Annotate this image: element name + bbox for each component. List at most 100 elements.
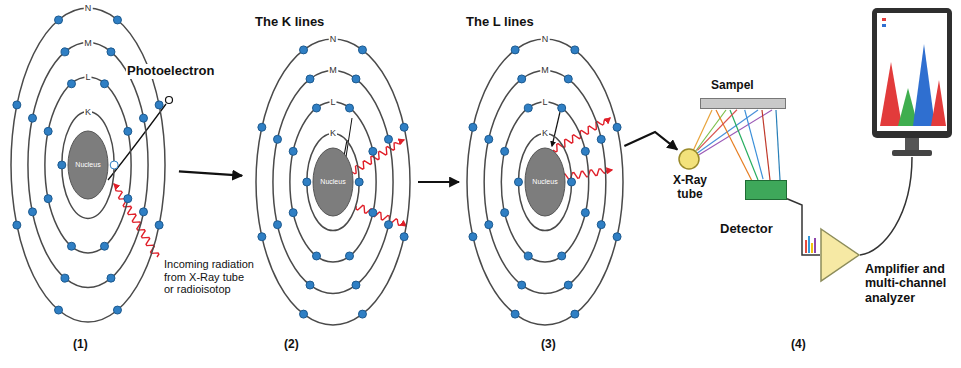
electron [564, 75, 572, 83]
electron [511, 46, 519, 54]
step-number: (2) [283, 338, 300, 352]
monitor [882, 18, 886, 21]
electron [274, 135, 282, 143]
electron [289, 147, 297, 155]
electron [55, 306, 63, 314]
nucleus-label: Nucleus [532, 178, 557, 186]
nucleus-label: Nucleus [75, 161, 100, 169]
electron [306, 75, 314, 83]
electron [107, 274, 115, 282]
signal-pulses [808, 236, 810, 253]
atom-model: The L linesNMLKNucleus [467, 39, 623, 325]
detector-block [746, 181, 787, 200]
electron [289, 209, 297, 217]
electron [303, 178, 311, 186]
x-ray-beam [776, 110, 780, 180]
electron [613, 233, 621, 241]
amplifier-symbol [821, 229, 859, 281]
process-arrow [418, 181, 459, 183]
electron [518, 281, 526, 289]
electron [139, 114, 147, 122]
shell-letter: K [329, 128, 337, 138]
signal-cable [787, 199, 820, 255]
electron-shell [501, 102, 588, 262]
shell-letter: M [540, 65, 550, 75]
sample-label: Sampel [710, 79, 755, 93]
electron [55, 16, 63, 24]
electron [355, 178, 363, 186]
electron [155, 101, 163, 109]
nucleus [68, 131, 108, 199]
process-arrow [624, 132, 677, 150]
x-ray-tube-outline [678, 148, 700, 170]
electron [518, 75, 526, 83]
electron [400, 233, 408, 241]
electron-shell [62, 112, 114, 219]
analyzer-cable [860, 157, 912, 255]
electron [369, 147, 377, 155]
electron [400, 123, 408, 131]
detector-label: Detector [719, 222, 774, 237]
photoelectron-track [108, 104, 166, 180]
sample-slab-outline [700, 98, 786, 109]
electron [384, 135, 392, 143]
atom-model: The K linesNMLKNucleus [256, 39, 410, 325]
nucleus-label: Nucleus [320, 178, 345, 186]
amplifier-symbol-outline [820, 228, 860, 282]
monitor [905, 138, 919, 150]
monitor [913, 44, 935, 126]
x-ray-tube [679, 149, 699, 169]
shell-letter: L [84, 72, 91, 82]
electron [44, 127, 52, 135]
monitor [882, 24, 886, 27]
electron [312, 104, 320, 112]
electron [524, 252, 532, 260]
nucleus [525, 148, 565, 216]
electron [67, 242, 75, 250]
electron [564, 281, 572, 289]
radiation-wave [114, 118, 612, 257]
electron [101, 242, 109, 250]
electron [300, 310, 308, 318]
electron [514, 178, 522, 186]
monitor [872, 8, 952, 138]
electron [101, 80, 109, 88]
electron [124, 127, 132, 135]
electron [61, 48, 69, 56]
electron [258, 233, 266, 241]
process-arrow [179, 171, 242, 175]
electron [568, 178, 576, 186]
electron [571, 310, 579, 318]
electron [346, 104, 354, 112]
monitor [892, 150, 932, 156]
electron [61, 274, 69, 282]
photoelectron-track [108, 97, 173, 181]
signal-pulses [811, 243, 813, 253]
electron-shell [256, 39, 410, 325]
electron [352, 75, 360, 83]
shell-letter: K [541, 128, 549, 138]
amplifier-symbol: Amplifier and multi-channel analyzer [820, 228, 860, 282]
shell-letter: M [83, 37, 93, 47]
tube-label: X-Ray tube [664, 174, 716, 202]
sample-slab [701, 99, 786, 109]
electron [113, 306, 121, 314]
electron-shell [307, 133, 359, 230]
electron [29, 114, 37, 122]
radiation-wave [356, 205, 406, 226]
electron [300, 46, 308, 54]
signal-pulses [806, 236, 815, 253]
shell-letter: N [329, 34, 338, 44]
electron [469, 233, 477, 241]
x-ray-tube: X-Ray tube [678, 148, 700, 170]
step-number: (3) [540, 338, 557, 352]
detector-block-outline [745, 180, 787, 200]
electron [501, 147, 509, 155]
electron [384, 221, 392, 229]
electron [312, 252, 320, 260]
sample-slab: Sampel [700, 98, 786, 109]
electron [485, 221, 493, 229]
step-number: (1) [72, 338, 89, 352]
shell-letter: K [84, 106, 92, 116]
electron [581, 209, 589, 217]
